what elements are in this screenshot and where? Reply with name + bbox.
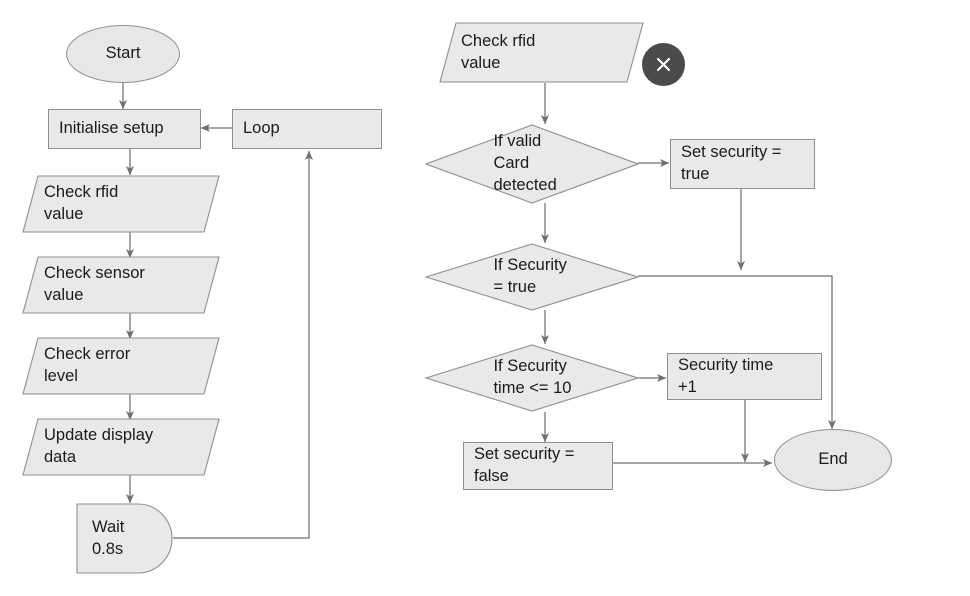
delay-shape xyxy=(76,503,173,574)
node-set-security-false[interactable]: Set security = false xyxy=(463,442,613,490)
node-start[interactable]: Start xyxy=(66,25,180,83)
node-wait-label: Wait 0.8s xyxy=(92,517,125,558)
node-wait[interactable]: Wait 0.8s xyxy=(76,503,174,574)
diamond-shape xyxy=(425,344,639,412)
node-end[interactable]: End xyxy=(774,429,892,491)
close-icon xyxy=(656,57,671,72)
parallelogram-shape xyxy=(439,22,644,83)
node-if-security-true[interactable]: If Security = true xyxy=(425,243,639,311)
node-if-valid-card-label: If valid Card detected xyxy=(493,132,557,194)
node-loop[interactable]: Loop xyxy=(232,109,382,149)
close-button[interactable] xyxy=(642,43,685,86)
node-set-security-false-label: Set security = false xyxy=(474,445,575,485)
node-if-security-time[interactable]: If Security time <= 10 xyxy=(425,344,639,412)
node-if-valid-card[interactable]: If valid Card detected xyxy=(425,124,639,204)
node-set-security-true-label: Set security = true xyxy=(681,143,782,183)
node-initialise-setup-label: Initialise setup xyxy=(59,119,164,138)
node-check-error-label: Check error level xyxy=(44,345,131,385)
node-update-display[interactable]: Update display data xyxy=(22,418,220,476)
node-security-time-plus-one[interactable]: Security time +1 xyxy=(667,353,822,400)
node-check-rfid-left[interactable]: Check rfid value xyxy=(22,175,220,233)
node-check-rfid-right[interactable]: Check rfid value xyxy=(439,22,644,83)
node-check-error[interactable]: Check error level xyxy=(22,337,220,395)
node-update-display-label: Update display data xyxy=(44,426,154,466)
node-start-label: Start xyxy=(105,44,141,63)
node-check-rfid-left-label: Check rfid value xyxy=(44,183,119,223)
node-initialise-setup[interactable]: Initialise setup xyxy=(48,109,201,149)
node-set-security-true[interactable]: Set security = true xyxy=(670,139,815,189)
diamond-shape xyxy=(425,243,639,311)
node-security-time-plus-one-label: Security time +1 xyxy=(678,355,774,396)
node-check-sensor-label: Check sensor value xyxy=(44,264,145,304)
node-end-label: End xyxy=(818,450,848,469)
node-if-security-true-label: If Security = true xyxy=(493,256,567,296)
node-check-sensor[interactable]: Check sensor value xyxy=(22,256,220,314)
node-loop-label: Loop xyxy=(243,119,280,138)
diamond-shape xyxy=(425,124,639,204)
node-if-security-time-label: If Security time <= 10 xyxy=(493,357,572,397)
node-check-rfid-right-label: Check rfid value xyxy=(461,31,536,72)
